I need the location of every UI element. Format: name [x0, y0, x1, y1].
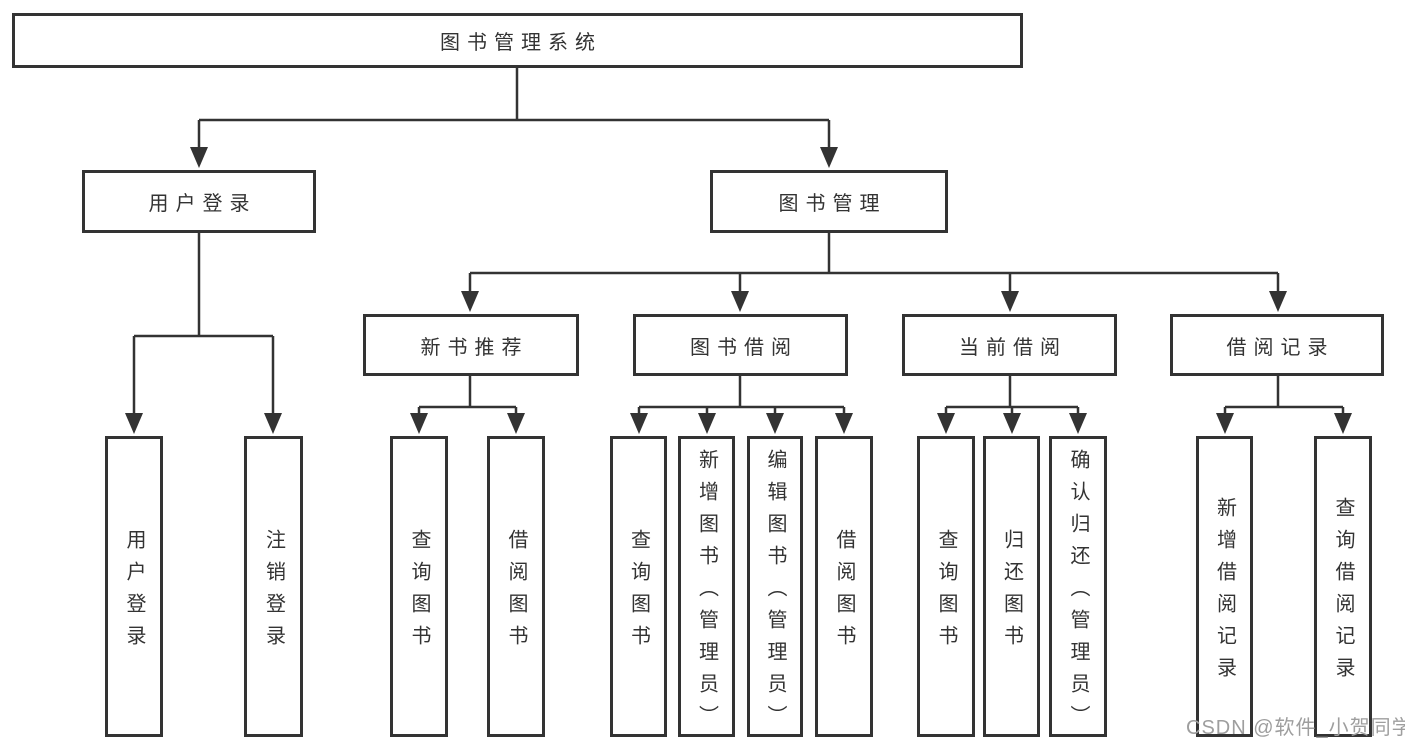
leaf-label: 查询图书: [935, 528, 957, 657]
node-label: 借阅记录: [1226, 336, 1335, 359]
leaf-logout: 注销登录: [244, 436, 303, 737]
leaf-label: 借阅图书: [833, 528, 855, 657]
leaf-label: 查询图书: [408, 528, 430, 657]
connector-segments: [132, 68, 1345, 414]
leaf-return-books: 归还图书: [983, 436, 1040, 737]
leaf-label: 确认归还（管理员）: [1067, 448, 1089, 737]
arrowheads: [125, 147, 1352, 434]
node-borrowing-records: 借阅记录: [1170, 314, 1384, 376]
leaf-borrow-books: 借阅图书: [487, 436, 545, 737]
leaf-label: 注销登录: [262, 528, 285, 657]
leaf-label: 新增借阅记录: [1213, 496, 1236, 689]
node-label: 用户登录: [148, 193, 257, 215]
leaf-user-login: 用户登录: [105, 436, 163, 737]
leaf-query-books: 查询图书: [610, 436, 667, 737]
node-library-management-system: 图书管理系统: [12, 13, 1023, 68]
node-label: 图书借阅: [690, 336, 798, 359]
node-book-management: 图书管理: [710, 170, 948, 233]
leaf-add-borrow-record: 新增借阅记录: [1196, 436, 1253, 737]
node-label: 新书推荐: [420, 336, 529, 359]
leaf-label: 查询图书: [627, 528, 650, 657]
leaf-confirm-return-admin: 确认归还（管理员）: [1049, 436, 1107, 737]
leaf-label: 用户登录: [123, 528, 145, 657]
leaf-label: 编辑图书（管理员）: [764, 448, 786, 737]
node-new-book-recommendation: 新书推荐: [363, 314, 579, 376]
leaf-add-book-admin: 新增图书（管理员）: [678, 436, 735, 737]
leaf-label: 借阅图书: [505, 528, 527, 657]
leaf-query-borrow-record: 查询借阅记录: [1314, 436, 1372, 737]
node-label: 图书管理: [778, 193, 887, 215]
node-book-borrowing: 图书借阅: [633, 314, 848, 376]
leaf-label: 归还图书: [1000, 528, 1023, 657]
csdn-watermark: CSDN @软件_小贺同学: [1186, 717, 1405, 739]
leaf-edit-book-admin: 编辑图书（管理员）: [747, 436, 803, 737]
leaf-label: 查询借阅记录: [1332, 496, 1354, 689]
leaf-query-books: 查询图书: [390, 436, 448, 737]
leaf-borrow-books: 借阅图书: [815, 436, 873, 737]
node-user-login: 用户登录: [82, 170, 316, 233]
leaf-query-books: 查询图书: [917, 436, 975, 737]
node-label: 图书管理系统: [440, 32, 602, 54]
leaf-label: 新增图书（管理员）: [695, 448, 718, 737]
node-label: 当前借阅: [959, 336, 1067, 359]
node-current-borrowing: 当前借阅: [902, 314, 1117, 376]
